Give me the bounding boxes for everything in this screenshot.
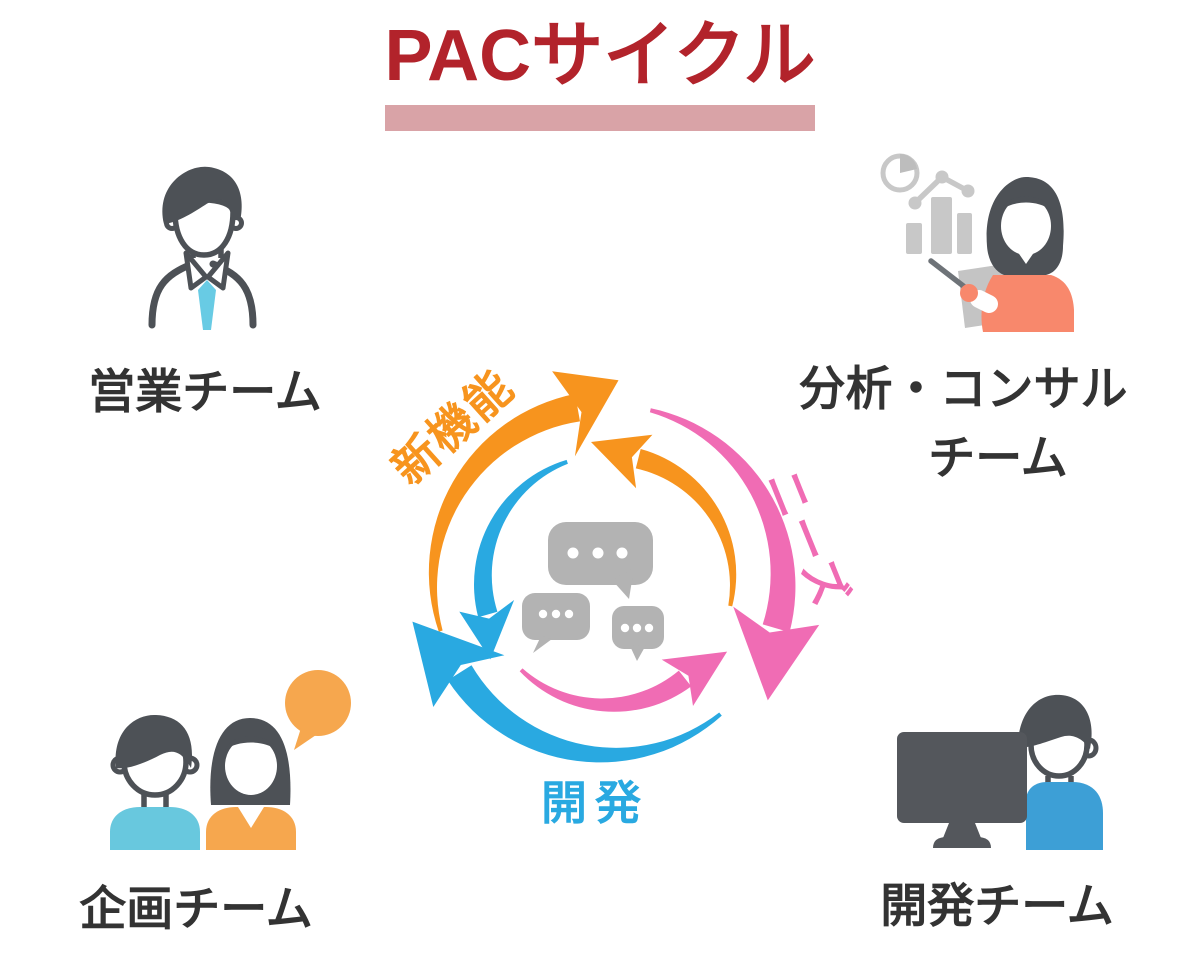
inner-pink-arrow <box>519 651 728 712</box>
sales-team-label: 営業チーム <box>88 365 322 418</box>
analyst-woman-icon <box>880 153 1074 332</box>
inner-blue-arrow <box>459 459 568 660</box>
title-underline-bar <box>385 105 815 131</box>
tie <box>198 280 216 330</box>
analysis-team-label-line2: チーム <box>928 431 1068 484</box>
inner-orange-arrow <box>591 434 737 607</box>
development-team-label: 開発チーム <box>880 879 1114 932</box>
person-at-computer-icon <box>897 694 1103 850</box>
flow-label-development: 開発 <box>541 777 649 829</box>
planning-team-label: 企画チーム <box>79 882 313 935</box>
outer-orange-arrow <box>428 371 619 632</box>
outer-pink-arrow <box>649 408 820 701</box>
businessman-icon <box>148 166 257 330</box>
outer-blue-arrow <box>412 621 722 763</box>
speech-bubble-icon <box>285 670 351 750</box>
two-people-icon <box>110 670 351 850</box>
analysis-team-label-line1: 分析・コンサル <box>798 362 1128 415</box>
page-title: PACサイクル <box>384 16 816 96</box>
charts-icon <box>880 153 975 254</box>
monitor-icon <box>897 732 1027 848</box>
chat-bubbles-icon <box>522 522 664 661</box>
